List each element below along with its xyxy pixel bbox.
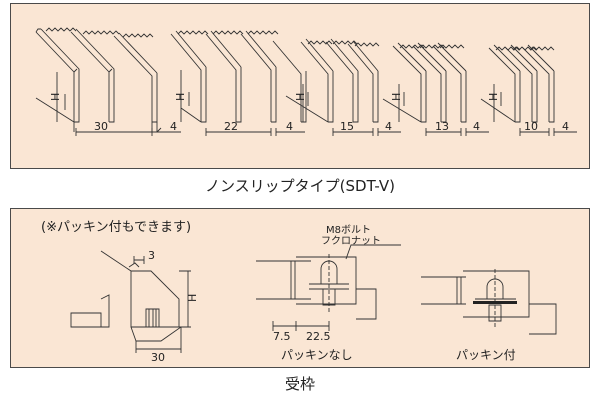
dim-left: 7.5 xyxy=(273,330,291,343)
pitch-dimension: 10 xyxy=(524,120,538,133)
height-label: H xyxy=(49,93,62,101)
grating-set-22 xyxy=(170,30,307,136)
grating-types-drawing: H H H H H 30 4 22 4 15 4 13 4 10 4 xyxy=(35,27,577,136)
thickness-dimension: 4 xyxy=(473,120,480,133)
grating-set-30 xyxy=(35,27,181,136)
frame-iso-view xyxy=(70,250,191,353)
grating-set-13 xyxy=(382,42,489,136)
thickness-dimension: 4 xyxy=(385,120,392,133)
dim-right: 22.5 xyxy=(306,330,331,343)
packing-note: (※パッキン付もできます) xyxy=(41,220,191,235)
pitch-dimension: 15 xyxy=(340,120,354,133)
frame-dim-top: 3 xyxy=(148,249,155,262)
pitch-dimension: 13 xyxy=(435,120,449,133)
frame-height-label: H xyxy=(186,294,199,302)
height-label: H xyxy=(390,93,403,101)
pitch-dimension: 30 xyxy=(94,120,108,133)
thickness-dimension: 4 xyxy=(170,120,177,133)
label-with-packing: パッキン付 xyxy=(456,348,516,362)
nut-label: フクロナット xyxy=(321,235,381,247)
grating-types-panel: H H H H H 30 4 22 4 15 4 13 4 10 4 xyxy=(10,3,590,169)
packing-strip xyxy=(473,301,517,304)
bolt-label: M8ボルト xyxy=(326,224,371,236)
pitch-dimension: 22 xyxy=(224,120,238,133)
height-label: H xyxy=(294,93,307,101)
grating-set-10 xyxy=(480,44,577,136)
caption-non-slip-type: ノンスリップタイプ(SDT-V) xyxy=(204,177,396,195)
thickness-dimension: 4 xyxy=(562,120,569,133)
height-label: H xyxy=(174,93,187,101)
frame-panel: (※パッキン付もできます) 3 H 30 xyxy=(10,208,590,368)
label-without-packing: パッキンなし xyxy=(281,348,353,362)
thickness-dimension: 4 xyxy=(286,120,293,133)
section-without-packing xyxy=(256,244,401,331)
frame-dim-bottom: 30 xyxy=(151,351,165,364)
caption-frame: 受枠 xyxy=(284,375,315,393)
section-with-packing xyxy=(421,269,557,335)
grating-set-15 xyxy=(285,38,401,136)
frame-drawing: (※パッキン付もできます) 3 H 30 xyxy=(41,220,557,364)
height-label: H xyxy=(487,93,500,101)
